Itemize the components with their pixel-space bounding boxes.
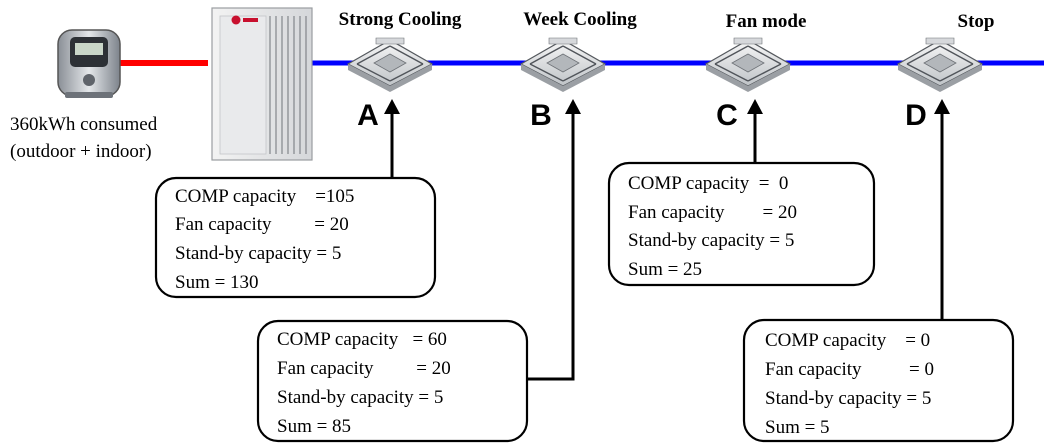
box-b-standby: Stand-by capacity = 5: [277, 387, 443, 408]
arrowhead-b: [565, 99, 581, 114]
arrowhead-a: [384, 99, 400, 114]
box-d-sum: Sum = 5: [765, 417, 830, 438]
mode-label-b: Week Cooling: [523, 9, 637, 30]
capacity-box-b: COMP capacity = 60 Fan capacity = 20 Sta…: [256, 319, 529, 443]
meter-caption-line1: 360kWh consumed: [10, 114, 158, 135]
unit-letter-a: A: [357, 99, 379, 132]
box-d-comp: COMP capacity = 0: [765, 330, 930, 351]
box-a-comp: COMP capacity =105: [175, 186, 354, 207]
box-d-standby: Stand-by capacity = 5: [765, 388, 931, 409]
meter-caption-line2: (outdoor + indoor): [10, 141, 152, 162]
unit-letter-d: D: [905, 99, 927, 132]
cassette-unit-b-icon: [519, 37, 607, 92]
unit-letter-c: C: [716, 99, 738, 132]
mode-label-c: Fan mode: [726, 11, 807, 32]
box-a-standby: Stand-by capacity = 5: [175, 243, 341, 264]
capacity-box-a: COMP capacity =105 Fan capacity = 20 Sta…: [154, 176, 437, 299]
box-c-sum: Sum = 25: [628, 259, 702, 280]
mode-label-d: Stop: [958, 11, 995, 32]
capacity-box-d: COMP capacity = 0 Fan capacity = 0 Stand…: [742, 318, 1015, 443]
connector-b: [527, 112, 575, 381]
outdoor-unit-icon: [211, 7, 313, 161]
cassette-unit-a-icon: [346, 37, 434, 92]
box-b-comp: COMP capacity = 60: [277, 329, 447, 350]
box-c-standby: Stand-by capacity = 5: [628, 230, 794, 251]
box-d-fan: Fan capacity = 0: [765, 359, 934, 380]
box-b-sum: Sum = 85: [277, 416, 351, 437]
box-c-comp: COMP capacity = 0: [628, 173, 788, 194]
box-a-sum: Sum = 130: [175, 272, 259, 293]
mode-label-a: Strong Cooling: [339, 9, 462, 30]
box-b-fan: Fan capacity = 20: [277, 358, 451, 379]
connectors: [390, 112, 944, 381]
unit-letter-b: B: [530, 99, 552, 132]
arrowhead-c: [747, 99, 763, 114]
capacity-box-c: COMP capacity = 0 Fan capacity = 20 Stan…: [607, 161, 876, 287]
arrowhead-d: [934, 99, 950, 114]
arrowheads: [384, 99, 950, 114]
cassette-unit-d-icon: [896, 37, 984, 92]
box-a-fan: Fan capacity = 20: [175, 214, 349, 235]
box-c-fan: Fan capacity = 20: [628, 202, 797, 223]
energy-meter-icon: [57, 29, 121, 98]
cassette-unit-c-icon: [704, 37, 792, 92]
